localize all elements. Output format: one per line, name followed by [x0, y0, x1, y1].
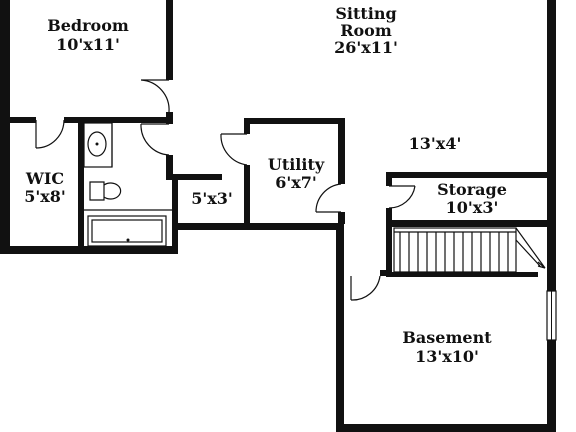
- window: [546, 290, 557, 341]
- room-label-sitting-1: Sitting: [335, 4, 396, 23]
- shower-icon: [87, 215, 167, 247]
- stairs: [393, 227, 546, 273]
- room-size-wic: 5'x8': [24, 187, 66, 206]
- bath-fixtures: [83, 122, 172, 247]
- room-size-bedroom: 10'x11': [56, 35, 120, 54]
- room-label-sitting-2: Room: [340, 21, 392, 40]
- room-label-wic: WIC: [25, 169, 64, 188]
- room-size-hall: 5'x3': [191, 189, 233, 208]
- room-label-utility: Utility: [268, 155, 325, 174]
- room-label-bedroom: Bedroom: [47, 16, 129, 35]
- room-size-utility: 6'x7': [275, 173, 317, 192]
- room-size-alcove: 13'x4': [409, 134, 462, 153]
- room-label-basement: Basement: [402, 328, 492, 347]
- room-size-sitting: 26'x11': [334, 38, 398, 57]
- walls: [0, 0, 556, 432]
- room-label-storage: Storage: [437, 180, 507, 199]
- toilet-icon: [89, 181, 122, 201]
- sink-icon: [87, 131, 107, 157]
- doors: [35, 79, 416, 301]
- labels: Bedroom 10'x11' Sitting Room 26'x11' 13'…: [24, 4, 507, 366]
- room-size-storage: 10'x3': [446, 198, 499, 217]
- room-size-basement: 13'x10': [415, 347, 479, 366]
